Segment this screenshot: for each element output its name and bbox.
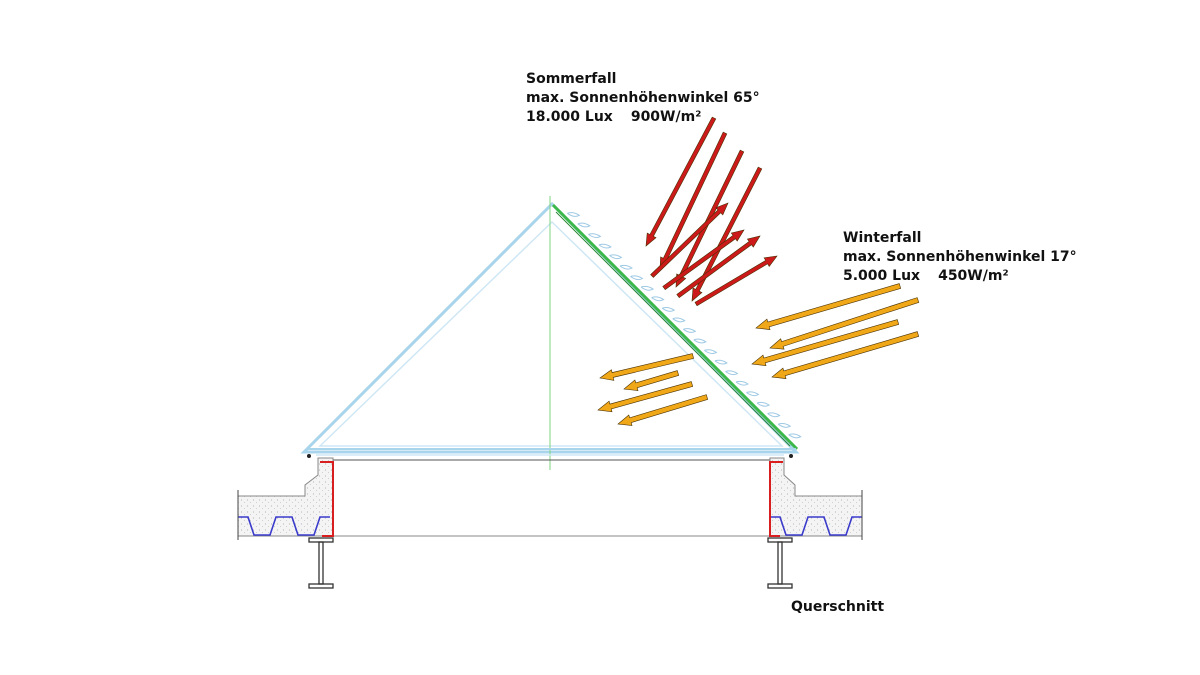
louver-blade: [777, 423, 792, 428]
summer-incoming-ray: [691, 166, 763, 302]
winter-title: Winterfall: [843, 230, 922, 246]
louver-blade: [756, 401, 771, 407]
summer-reflected-ray: [662, 229, 745, 291]
winter-outside-ray: [771, 331, 920, 379]
louver-blade: [714, 359, 728, 365]
left-i-beam: [308, 537, 334, 589]
winter-inside-ray: [599, 353, 694, 381]
left-concrete-slab: [237, 457, 334, 537]
louver-blade: [683, 328, 697, 333]
winter-values: 5.000 Lux 450W/m²: [843, 267, 1077, 286]
left-bearing-point: [307, 454, 311, 458]
louver-blade: [788, 433, 802, 439]
summer-lux: 18.000 Lux: [526, 109, 613, 125]
winter-case-label: Winterfall max. Sonnenhöhenwinkel 17° 5.…: [843, 229, 1077, 286]
louver-blade: [661, 307, 676, 312]
louver-blade: [619, 264, 633, 270]
right-bearing-point: [789, 454, 793, 458]
summer-angle: max. Sonnenhöhenwinkel 65°: [526, 90, 760, 106]
left-deck-profile: [238, 516, 330, 536]
summer-title: Sommerfall: [526, 71, 617, 87]
louver-blade: [735, 380, 749, 386]
right-steel-profile: [769, 461, 783, 537]
right-deck-profile: [770, 516, 862, 536]
louver-blade: [609, 254, 623, 260]
louver-blade: [577, 222, 591, 228]
winter-inside-ray: [597, 381, 694, 413]
summer-incoming-ray: [645, 116, 717, 247]
winter-inside-ray: [623, 370, 680, 391]
louver-blade: [704, 349, 718, 355]
right-i-beam: [767, 537, 793, 589]
summer-reflected-ray: [676, 235, 761, 299]
winter-sun-rays: [597, 283, 920, 426]
summer-irradiance: 900W/m²: [630, 109, 702, 125]
louver-blade: [598, 243, 612, 249]
right-concrete-slab: [769, 457, 863, 537]
summer-case-label: Sommerfall max. Sonnenhöhenwinkel 65° 18…: [526, 70, 760, 127]
sunshade-louvers: [567, 212, 802, 439]
winter-inside-ray: [617, 394, 709, 426]
glazing-edge-inner: [555, 211, 791, 447]
winter-outside-ray: [751, 319, 900, 367]
glass-roof: [300, 196, 802, 470]
louver-blade: [746, 391, 760, 397]
winter-outside-ray: [755, 283, 902, 330]
roof-inner-outline: [318, 220, 784, 447]
summer-sun-rays: [645, 116, 778, 307]
louver-blade: [640, 285, 655, 291]
louver-blade: [651, 296, 665, 302]
left-steel-profile: [320, 461, 334, 537]
winter-irradiance: 450W/m²: [938, 268, 1009, 284]
summer-values: 18.000 Lux 900W/m²: [526, 108, 760, 127]
louver-blade: [672, 317, 686, 323]
louver-blade: [567, 212, 581, 217]
summer-reflected-ray: [694, 255, 778, 307]
glazing-edge: [551, 203, 799, 451]
louver-blade: [725, 370, 739, 376]
substructure: [237, 454, 863, 589]
winter-lux: 5.000 Lux: [843, 268, 921, 284]
section-caption: Querschnitt: [791, 599, 885, 615]
louver-blade: [693, 338, 707, 344]
louver-blade: [588, 233, 602, 239]
summer-reflected-ray: [650, 202, 729, 278]
winter-angle: max. Sonnenhöhenwinkel 17°: [843, 249, 1077, 265]
winter-outside-ray: [769, 297, 920, 350]
louver-blade: [630, 275, 644, 281]
louver-blade: [767, 412, 781, 418]
